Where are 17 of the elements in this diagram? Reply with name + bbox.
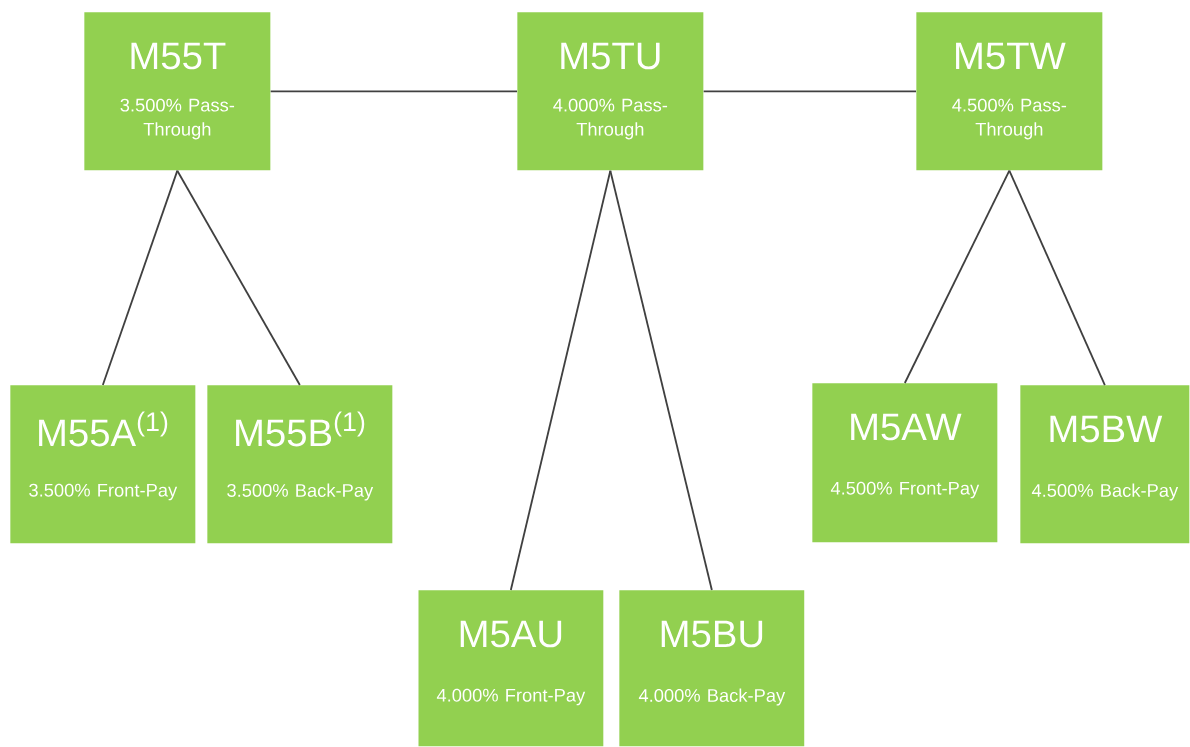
product-box: M5AU 4.000% Front-Pay (418, 590, 604, 747)
connector-line (609, 169, 713, 591)
connector-line (1008, 169, 1106, 386)
product-box: M55A$^{(1)}$ 3.500% Front-Pay (10, 385, 196, 544)
product-box: M5AW 4.500% Front-Pay (812, 383, 998, 543)
connector-line (269, 90, 518, 93)
product-box: M5BU 4.000% Back-Pay (619, 590, 805, 747)
connector-line (903, 169, 1011, 384)
product-box: M5TU 4.000% Pass-Through (517, 12, 704, 171)
product-box: M5TW 4.500% Pass-Through (916, 12, 1103, 171)
connector-line (176, 169, 301, 386)
connector-line (702, 90, 917, 93)
connector-line (509, 169, 612, 591)
product-box: M55T 3.500% Pass-Through (84, 12, 271, 171)
product-box: M5BW 4.500% Back-Pay (1020, 385, 1190, 544)
product-box: M55B$^{(1)}$ 3.500% Back-Pay (207, 385, 393, 544)
connector-line (101, 169, 179, 386)
